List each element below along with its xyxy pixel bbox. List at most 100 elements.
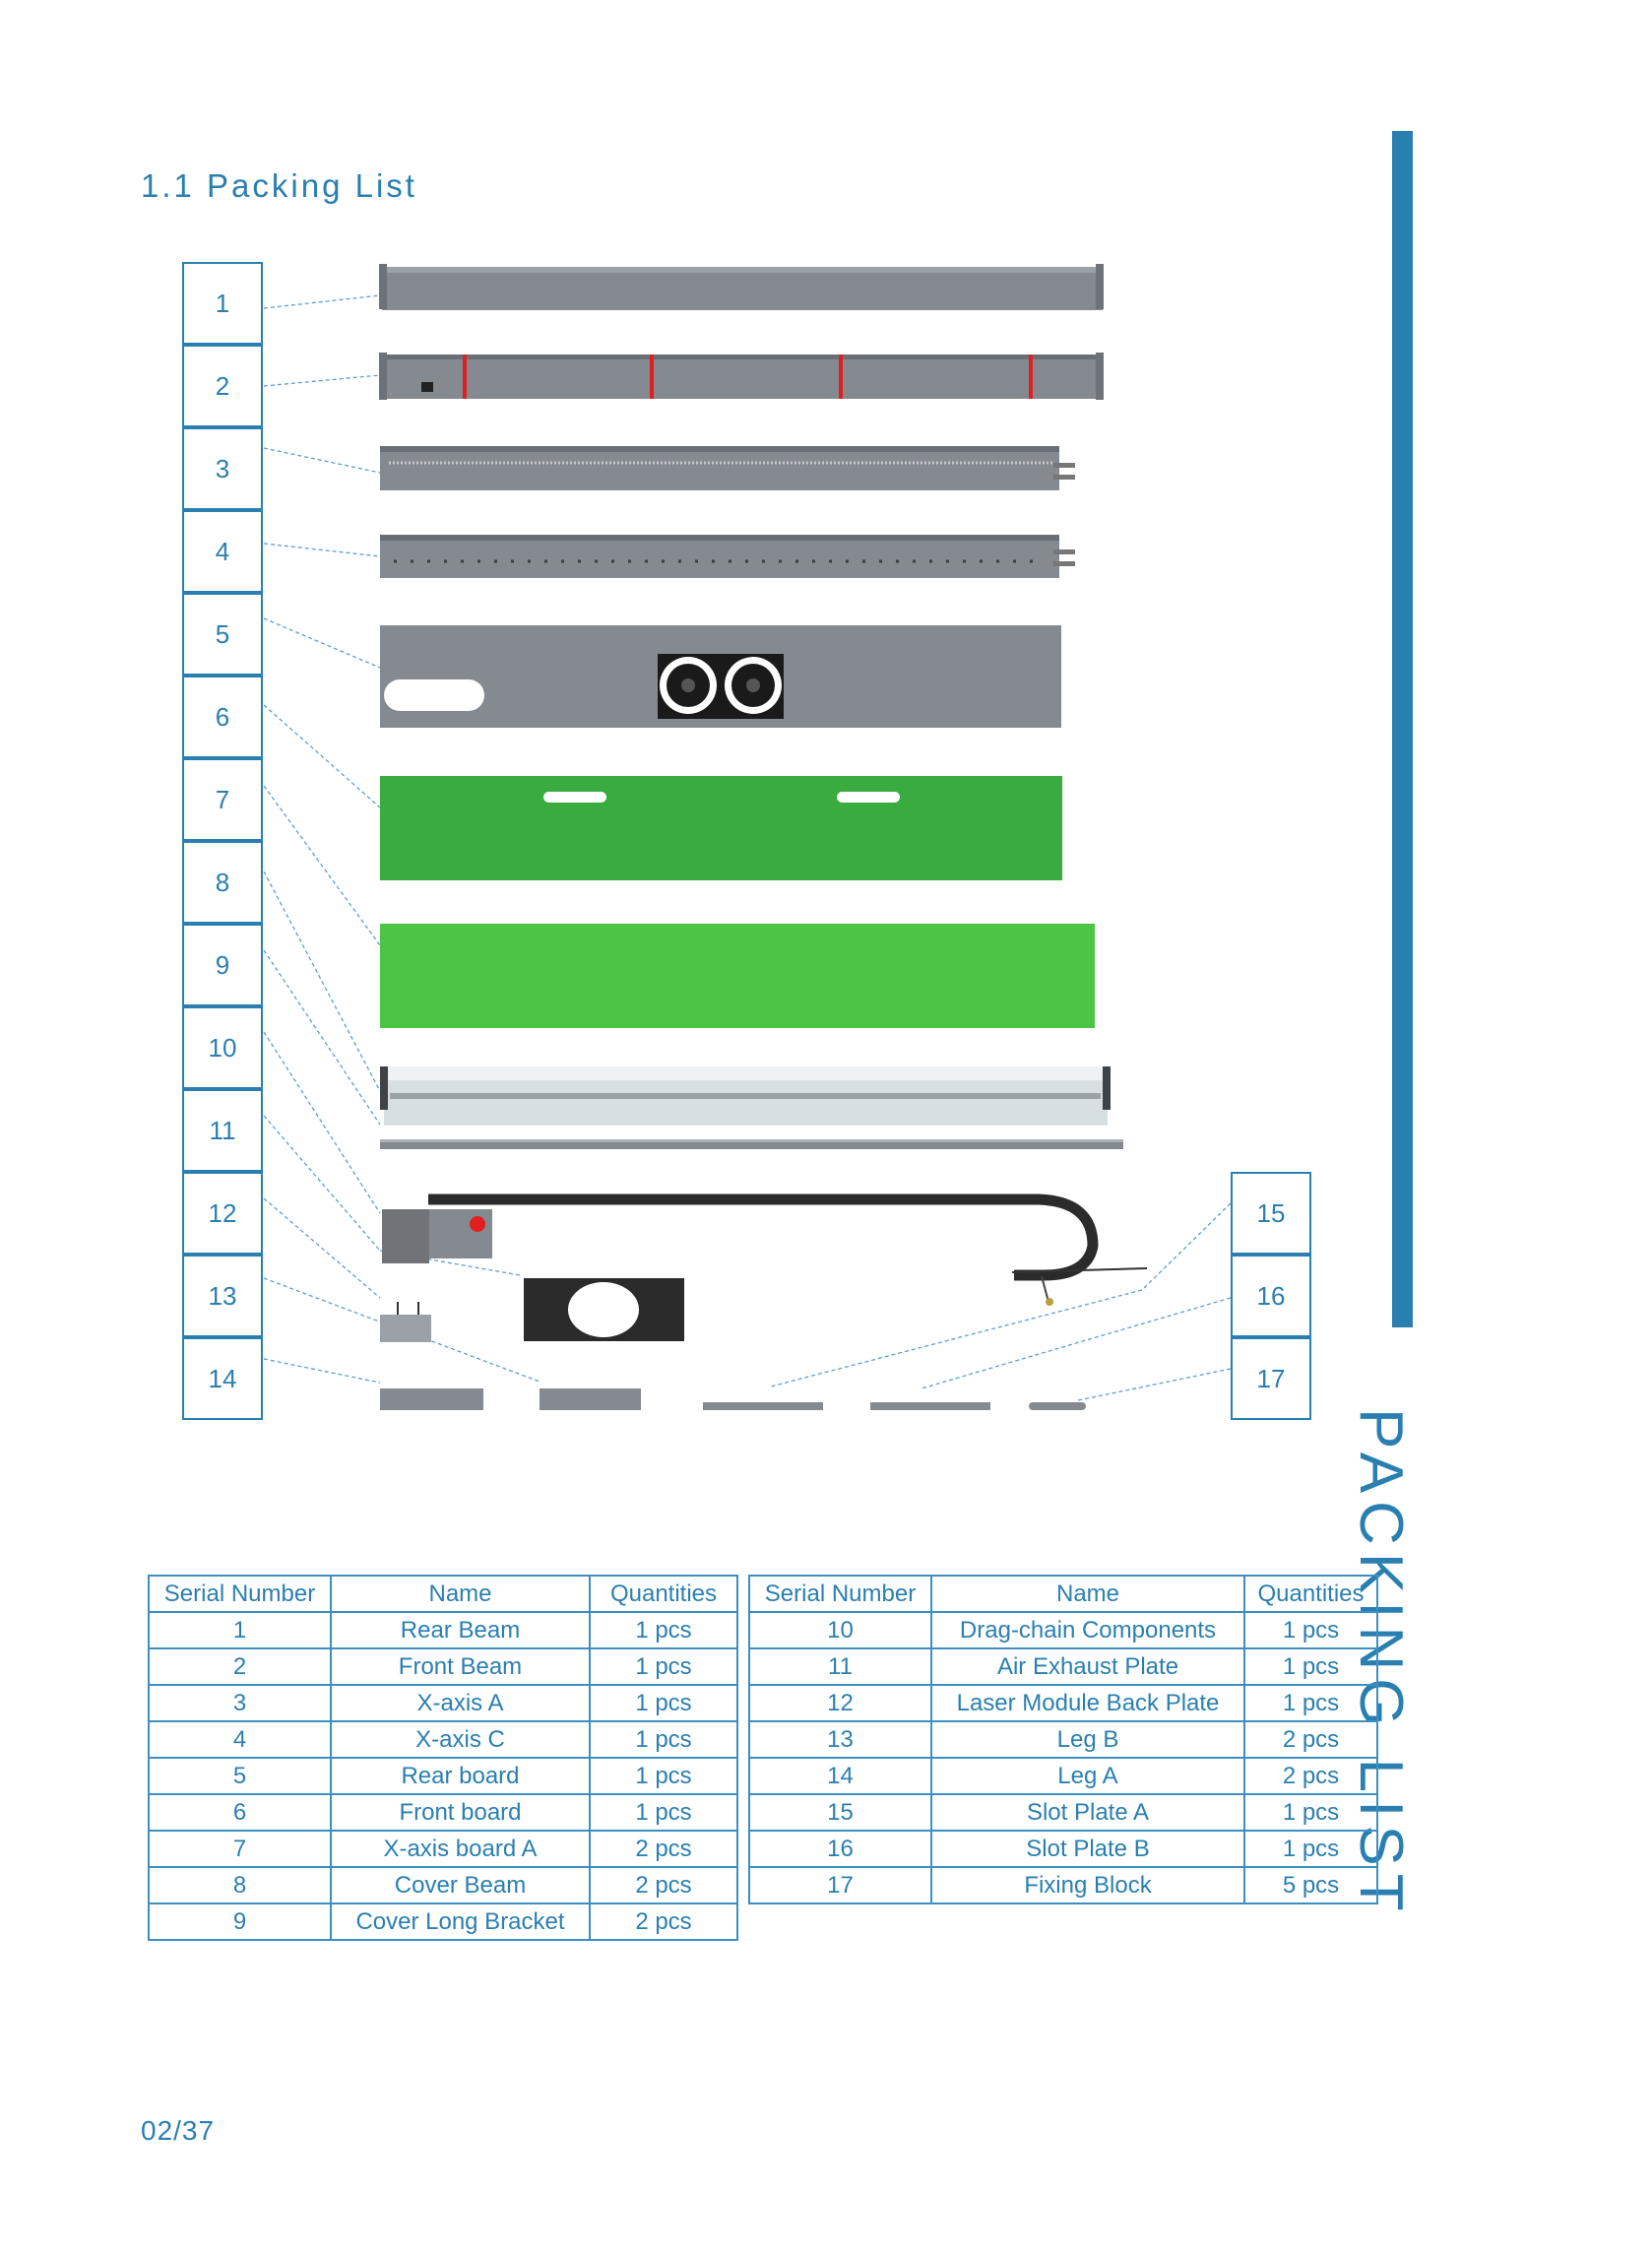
cell-qty: 2 pcs <box>1243 1757 1378 1795</box>
part-drag-chain <box>382 1193 1148 1306</box>
cell-name: X-axis board A <box>330 1830 591 1868</box>
cell-qty: 1 pcs <box>589 1720 738 1759</box>
cell-qty: 1 pcs <box>1243 1830 1378 1868</box>
cell-serial: 17 <box>748 1866 932 1904</box>
part-x-axis-board-a <box>380 924 1095 1028</box>
cell-qty: 2 pcs <box>589 1902 738 1941</box>
cell-serial: 2 <box>148 1647 332 1686</box>
part-rear-board <box>380 625 1061 728</box>
cell-qty: 1 pcs <box>1243 1793 1378 1832</box>
callout-number: 3 <box>182 427 263 510</box>
cell-name: X-axis A <box>330 1684 591 1722</box>
cell-name: Fixing Block <box>930 1866 1245 1904</box>
header-quantities: Quantities <box>589 1575 738 1613</box>
header-serial-number: Serial Number <box>748 1575 932 1613</box>
table-header-row: Serial Number Name Quantities <box>148 1575 738 1613</box>
cell-qty: 2 pcs <box>589 1830 738 1868</box>
callout-number: 10 <box>182 1006 263 1089</box>
cell-qty: 1 pcs <box>1243 1647 1378 1686</box>
callout-number: 5 <box>182 593 263 676</box>
page-number: 02/37 <box>141 2115 216 2146</box>
part-leg-a <box>540 1388 641 1410</box>
part-slot-plate-a <box>703 1402 823 1410</box>
part-slot-plate-b <box>870 1402 990 1410</box>
callout-number: 8 <box>182 841 263 924</box>
part-x-axis-c <box>380 535 1075 578</box>
callout-number: 9 <box>182 924 263 1006</box>
header-quantities: Quantities <box>1243 1575 1378 1613</box>
cell-qty: 1 pcs <box>589 1793 738 1832</box>
callout-number: 6 <box>182 676 263 758</box>
callout-number: 17 <box>1231 1337 1311 1420</box>
part-front-beam <box>379 353 1104 400</box>
callout-number: 2 <box>182 345 263 427</box>
cell-name: Leg B <box>930 1720 1245 1759</box>
cell-qty: 2 pcs <box>589 1866 738 1904</box>
cell-serial: 12 <box>748 1684 932 1722</box>
part-x-axis-a <box>380 446 1075 490</box>
cell-qty: 2 pcs <box>1243 1720 1378 1759</box>
cell-name: Rear Beam <box>330 1611 591 1649</box>
cell-serial: 14 <box>748 1757 932 1795</box>
cell-serial: 7 <box>148 1830 332 1868</box>
cell-name: Drag-chain Components <box>930 1611 1245 1649</box>
header-name: Name <box>930 1575 1245 1613</box>
cell-qty: 1 pcs <box>589 1684 738 1722</box>
cell-name: Cover Beam <box>330 1866 591 1904</box>
table-header-row: Serial Number Name Quantities <box>748 1575 1378 1613</box>
header-serial-number: Serial Number <box>148 1575 332 1613</box>
callout-number: 4 <box>182 510 263 593</box>
callout-number: 13 <box>182 1255 263 1337</box>
parts-diagram <box>263 264 1232 1410</box>
cell-serial: 15 <box>748 1793 932 1832</box>
cell-serial: 13 <box>748 1720 932 1759</box>
cell-qty: 1 pcs <box>1243 1684 1378 1722</box>
cell-name: Front Beam <box>330 1647 591 1686</box>
cell-serial: 9 <box>148 1902 332 1941</box>
cell-qty: 1 pcs <box>589 1757 738 1795</box>
cell-qty: 5 pcs <box>1243 1866 1378 1904</box>
part-cover-beam <box>380 1066 1111 1126</box>
cell-serial: 4 <box>148 1720 332 1759</box>
page-title: 1.1 Packing List <box>141 167 417 204</box>
callout-number: 11 <box>182 1089 263 1172</box>
cell-name: Cover Long Bracket <box>330 1902 591 1941</box>
cell-serial: 3 <box>148 1684 332 1722</box>
cell-serial: 8 <box>148 1866 332 1904</box>
callout-number: 16 <box>1231 1255 1311 1337</box>
cell-serial: 1 <box>148 1611 332 1649</box>
part-leg-b <box>380 1388 483 1410</box>
cell-name: Leg A <box>930 1757 1245 1795</box>
part-air-exhaust-plate <box>524 1278 684 1341</box>
side-accent-bar <box>1392 131 1413 1327</box>
callout-number: 15 <box>1231 1172 1311 1255</box>
part-laser-module-back-plate <box>380 1302 431 1342</box>
cell-qty: 1 pcs <box>589 1647 738 1686</box>
cell-name: Air Exhaust Plate <box>930 1647 1245 1686</box>
cell-name: Laser Module Back Plate <box>930 1684 1245 1722</box>
cell-serial: 16 <box>748 1830 932 1868</box>
header-name: Name <box>330 1575 591 1613</box>
part-cover-long-bracket <box>380 1139 1123 1149</box>
cell-qty: 1 pcs <box>589 1611 738 1649</box>
cell-qty: 1 pcs <box>1243 1611 1378 1649</box>
cell-name: Rear board <box>330 1757 591 1795</box>
cell-serial: 5 <box>148 1757 332 1795</box>
